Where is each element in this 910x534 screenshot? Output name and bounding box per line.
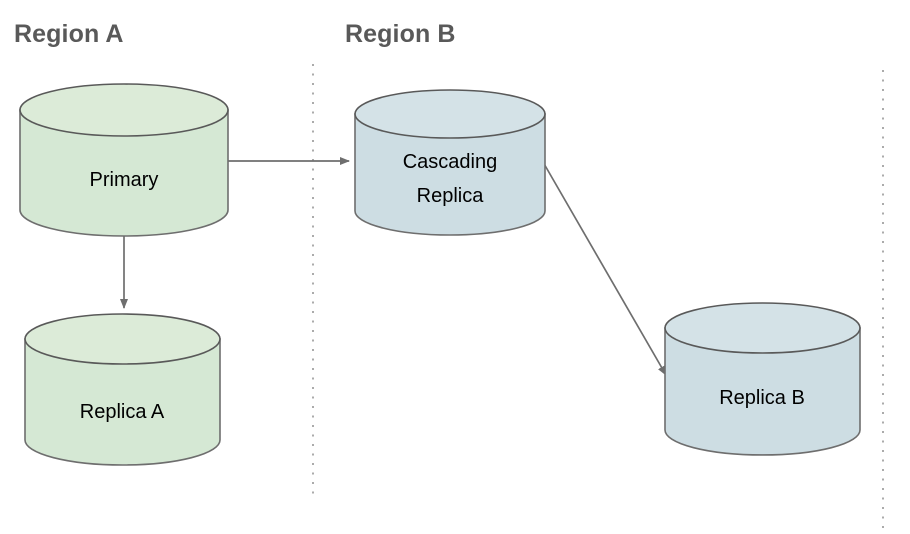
edges (120, 157, 667, 376)
node-replica-b[interactable]: Replica B (664, 302, 861, 456)
primary-cylinder-top (19, 83, 229, 137)
cascading-replica-cylinder-top (354, 89, 546, 139)
replica-a-cylinder-top (24, 313, 221, 365)
region-dividers (312, 64, 884, 534)
node-replica-a[interactable]: Replica A (24, 313, 221, 466)
region-a-heading: Region A (14, 20, 124, 48)
replica-b-cylinder-body (664, 327, 861, 456)
cascading-replica-label-line-2: Replica (417, 185, 485, 207)
node-primary[interactable]: Primary (19, 83, 229, 237)
node-cascading-replica[interactable]: Cascading Replica (354, 89, 546, 236)
primary-label: Primary (90, 169, 159, 191)
region-headings: Region A Region B (14, 20, 456, 48)
region-b-heading: Region B (345, 20, 456, 48)
replica-a-label: Replica A (80, 401, 165, 423)
cascading-replica-cylinder-body (354, 113, 546, 236)
primary-cylinder-body (19, 109, 229, 237)
replica-b-cylinder-top (664, 302, 861, 354)
replica-a-cylinder-body (24, 338, 221, 466)
cascading-replica-label-line-1: Cascading (403, 151, 498, 173)
edge-cascading-replica-to-replica-b (542, 161, 667, 376)
replica-b-label: Replica B (719, 387, 805, 409)
